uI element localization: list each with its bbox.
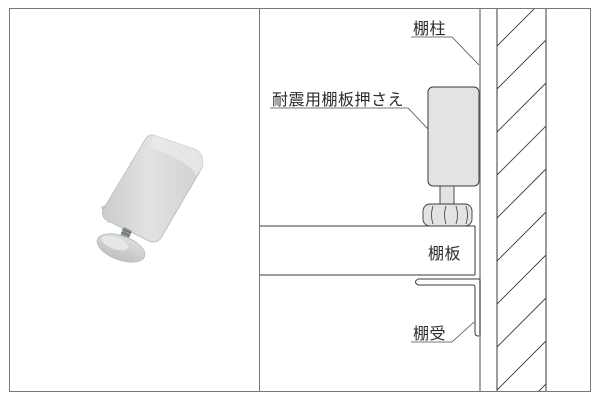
label-shelf-bracket: 棚受 — [413, 324, 447, 343]
label-shelf-post: 棚柱 — [413, 19, 447, 38]
label-shelf-stopper: 耐震用棚板押さえ — [272, 90, 405, 109]
shelf-bracket — [415, 278, 480, 337]
leader-lines — [270, 36, 480, 343]
panel-divider — [259, 8, 260, 392]
wall-hatch — [496, 9, 547, 391]
label-shelf-board: 棚板 — [428, 244, 462, 263]
stopper-body — [427, 86, 480, 187]
shelf-board — [260, 225, 476, 276]
stopper-photo — [96, 134, 204, 263]
stopper-knob-icon — [422, 203, 473, 227]
figure-frame — [9, 8, 591, 392]
